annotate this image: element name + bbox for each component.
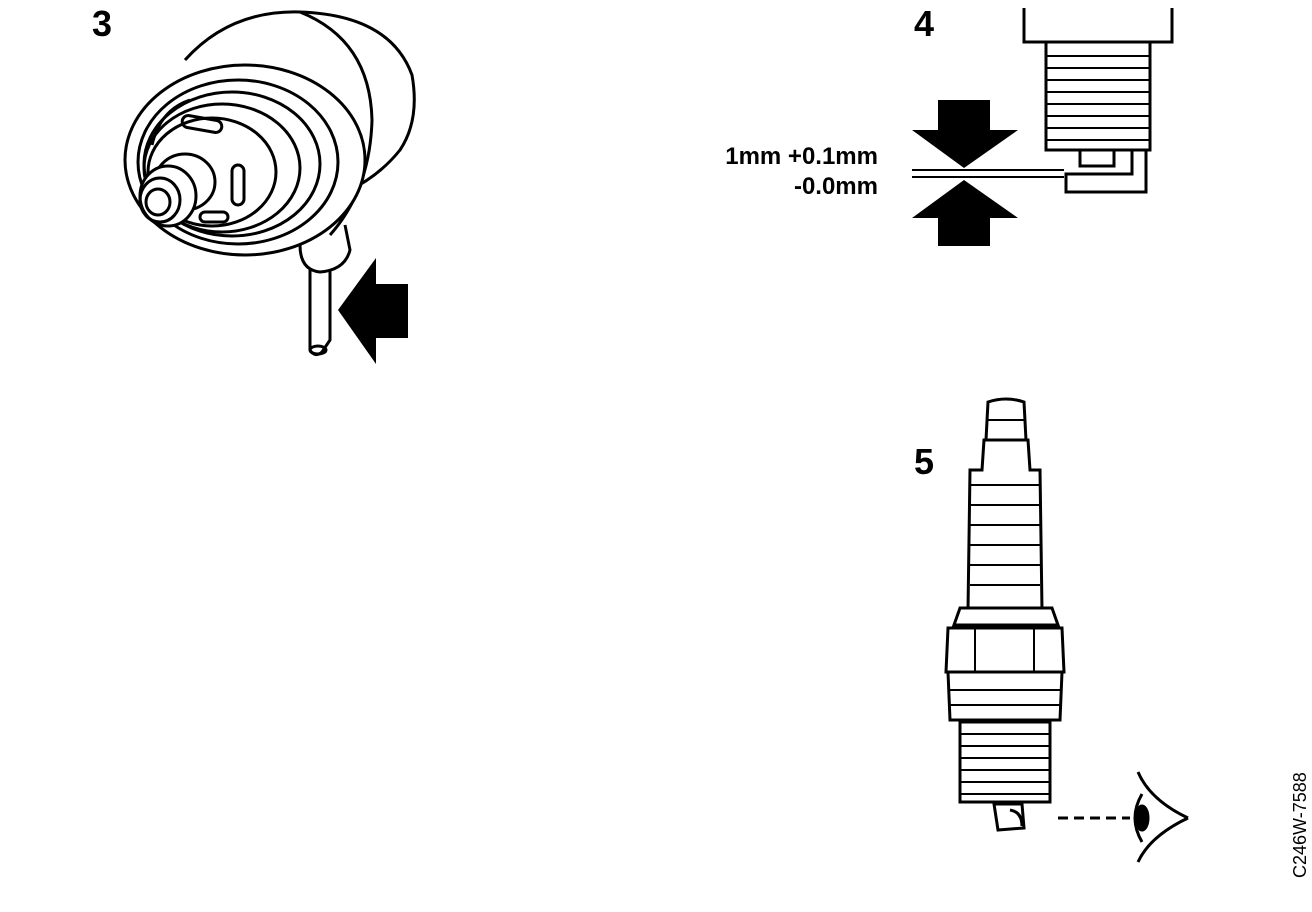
gap-dimension: 1mm +0.1mm -0.0mm bbox=[660, 142, 878, 202]
spark-plug bbox=[944, 397, 1066, 832]
gap-tolerance-plus: 1mm +0.1mm bbox=[725, 143, 878, 170]
pressure-regulator bbox=[123, 10, 416, 357]
figure-code: C246W-7588 bbox=[1290, 772, 1310, 878]
gap-arrow-down-icon bbox=[912, 100, 1018, 168]
step-number-4: 4 bbox=[914, 3, 935, 44]
gap-arrow-up-icon bbox=[912, 180, 1018, 246]
spark-plug-tip bbox=[1022, 8, 1174, 194]
step-number-5: 5 bbox=[914, 441, 935, 482]
arrow-icon bbox=[338, 258, 408, 364]
step-number-3: 3 bbox=[92, 3, 113, 44]
eye-icon bbox=[1133, 771, 1189, 863]
gap-tolerance-minus: -0.0mm bbox=[793, 173, 878, 200]
